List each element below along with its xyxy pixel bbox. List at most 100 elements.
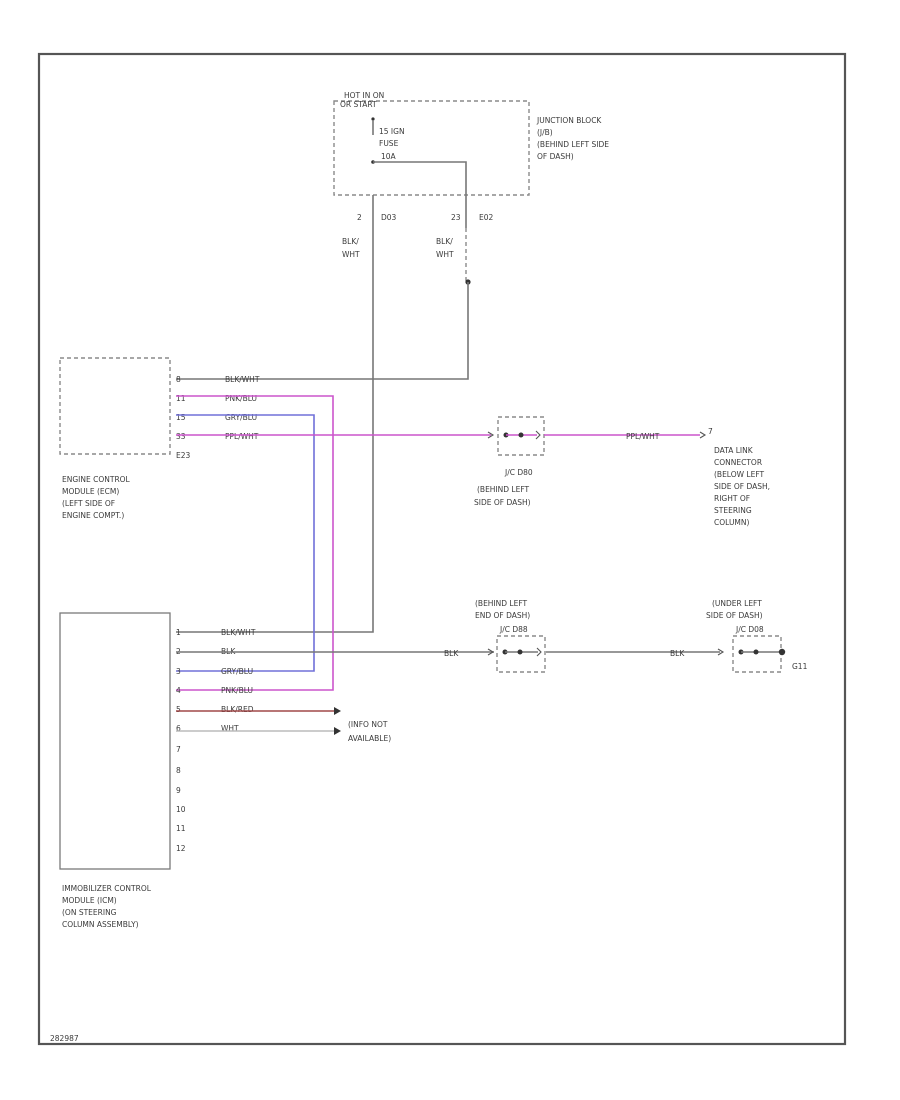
dlc-label-2: CONNECTOR bbox=[714, 458, 762, 467]
dlc-pin: 7 bbox=[708, 427, 713, 436]
ecm-pin-8: 8 bbox=[176, 375, 181, 384]
icm-wire-pnkblu: PNK/BLU bbox=[221, 686, 253, 695]
joint-connector-d80: J/C D80 (BEHIND LEFT SIDE OF DASH) bbox=[474, 416, 545, 507]
icm-pin-11: 11 bbox=[176, 824, 186, 833]
arrow-wht-icon bbox=[334, 727, 341, 735]
jb-desc-1: JUNCTION BLOCK bbox=[536, 116, 602, 125]
dlc-label-7: COLUMN) bbox=[714, 518, 750, 527]
splice-right-location-2: SIDE OF DASH) bbox=[706, 611, 763, 620]
diagram-frame bbox=[37, 52, 847, 1046]
wire-jb-to-icm-pin1 bbox=[176, 195, 374, 633]
power-input-terminal bbox=[371, 117, 375, 121]
ecm-pin-15: 15 bbox=[176, 413, 186, 422]
icm-pin-7: 7 bbox=[176, 745, 181, 754]
jc-d88-out-chevron bbox=[536, 647, 542, 657]
jc-d80-out-chevron bbox=[535, 430, 541, 440]
jb-wire-left-2: WHT bbox=[342, 250, 360, 259]
splice-right: (UNDER LEFT SIDE OF DASH) J/C D08 G11 bbox=[706, 599, 808, 673]
ground-icon bbox=[778, 648, 786, 656]
jb-conn-left: D03 bbox=[381, 213, 397, 222]
splice-left-location-1: (BEHIND LEFT bbox=[475, 599, 528, 608]
dlc-wire-pplwht: PPL/WHT bbox=[626, 432, 660, 441]
jb-wire-left-1: BLK/ bbox=[342, 237, 359, 246]
jc-d88-node-b bbox=[517, 649, 523, 655]
icm-pin-12: 12 bbox=[176, 844, 186, 853]
ecm-pin-11: 11 bbox=[176, 394, 186, 403]
icm-label-2: MODULE (ICM) bbox=[62, 896, 117, 905]
jb-desc-3: (BEHIND LEFT SIDE bbox=[537, 140, 609, 149]
jb-internal-bus bbox=[373, 161, 467, 195]
wire-grybl bbox=[176, 414, 315, 672]
footer-code: 282987 bbox=[50, 1034, 79, 1043]
ecm-label-2: MODULE (ECM) bbox=[62, 487, 119, 496]
junction-block: HOT IN ON OR START 15 IGN FUSE 10A JUNCT… bbox=[333, 91, 609, 259]
dlc-chevron bbox=[699, 431, 707, 439]
icm-pin-6: 6 bbox=[176, 724, 181, 733]
dlc-label-3: (BELOW LEFT bbox=[714, 470, 765, 479]
dlc-label-6: STEERING bbox=[714, 506, 752, 515]
icm-outline bbox=[59, 612, 171, 870]
icm-pin-1: 1 bbox=[176, 628, 181, 637]
junction-block-outline bbox=[333, 100, 530, 196]
ecm-wire-pplwht: PPL/WHT bbox=[225, 432, 259, 441]
icm-pin-5: 5 bbox=[176, 705, 181, 714]
jc-d88-outline bbox=[496, 635, 546, 673]
icm-pin-3: 3 bbox=[176, 667, 181, 676]
jc-d80-location-1: (BEHIND LEFT bbox=[477, 485, 530, 494]
icm-pin-9: 9 bbox=[176, 786, 181, 795]
ecm-label-4: ENGINE COMPT.) bbox=[62, 511, 124, 520]
icm-pin-4: 4 bbox=[176, 686, 181, 695]
jc-d80-name: J/C D80 bbox=[504, 468, 533, 477]
ecm-connector: E23 bbox=[176, 451, 191, 460]
icm-wire-blkred: BLK/RED bbox=[221, 705, 254, 714]
icm-label-3: (ON STEERING bbox=[62, 908, 117, 917]
jb-desc-4: OF DASH) bbox=[537, 152, 574, 161]
icm-pin-8: 8 bbox=[176, 766, 181, 775]
jc-d88-in-chevron bbox=[487, 648, 495, 656]
ecm-label-3: (LEFT SIDE OF bbox=[62, 499, 115, 508]
splice-right-name: J/C D08 bbox=[735, 625, 764, 634]
ground-label: G11 bbox=[792, 662, 808, 671]
splice-left-location-2: END OF DASH) bbox=[475, 611, 530, 620]
ecm-module: 8 11 15 33 BLK/WHT PNK/BLU GRY/BLU PPL/W… bbox=[59, 357, 260, 520]
power-label-1: HOT IN ON bbox=[344, 91, 384, 100]
jc-d80-node-b bbox=[518, 432, 524, 438]
jb-desc-2: (J/B) bbox=[537, 128, 553, 137]
ecm-outline bbox=[59, 357, 171, 455]
jb-pin-right: 23 bbox=[451, 213, 461, 222]
ecm-wire-blkwht: BLK/WHT bbox=[225, 375, 260, 384]
dlc-label-1: DATA LINK bbox=[714, 446, 754, 455]
jb-pin-left: 2 bbox=[357, 213, 362, 222]
splice-left-name: J/C D88 bbox=[499, 625, 528, 634]
icm-pin-10: 10 bbox=[176, 805, 186, 814]
icm-label-4: COLUMN ASSEMBLY) bbox=[62, 920, 139, 929]
dlc-label-5: RIGHT OF bbox=[714, 494, 750, 503]
jc-d80-location-2: SIDE OF DASH) bbox=[474, 498, 531, 507]
ecm-pin-33: 33 bbox=[176, 432, 186, 441]
jc-d08-in-chevron bbox=[717, 648, 725, 656]
jc-d08-wire-label: BLK bbox=[670, 649, 685, 658]
jc-d88-wire-label: BLK bbox=[444, 649, 459, 658]
icm-label-1: IMMOBILIZER CONTROL bbox=[62, 884, 152, 893]
jc-d80-outline bbox=[497, 416, 545, 456]
ecm-wire-grybl: GRY/BLU bbox=[225, 413, 257, 422]
fuse-label-1: 15 IGN bbox=[379, 127, 405, 136]
jc-d80-in-chevron bbox=[487, 431, 495, 439]
splice-right-location-1: (UNDER LEFT bbox=[712, 599, 762, 608]
jc-d08-node-b bbox=[753, 649, 759, 655]
wire-pnkblu bbox=[176, 395, 334, 691]
wire-ecm-pin8-feed bbox=[176, 282, 469, 380]
fuse-label-2: FUSE bbox=[379, 139, 399, 148]
ecm-wire-pnkblu: PNK/BLU bbox=[225, 394, 257, 403]
info-label-1: (INFO NOT bbox=[348, 720, 388, 729]
fuse-rating: 10A bbox=[381, 152, 397, 161]
icm-wire-grybl: GRY/BLU bbox=[221, 667, 253, 676]
power-label-2: OR START bbox=[340, 100, 377, 109]
jb-wire-right-1: BLK/ bbox=[436, 237, 453, 246]
ecm-label-1: ENGINE CONTROL bbox=[62, 475, 131, 484]
icm-wire-blkwht: BLK/WHT bbox=[221, 628, 256, 637]
data-link-connector: DATA LINK CONNECTOR (BELOW LEFT SIDE OF … bbox=[714, 446, 770, 527]
jb-conn-right: E02 bbox=[479, 213, 494, 222]
immobilizer-module: 1 2 3 4 5 6 7 8 9 10 11 12 BLK/WHT BLK G… bbox=[59, 612, 256, 929]
